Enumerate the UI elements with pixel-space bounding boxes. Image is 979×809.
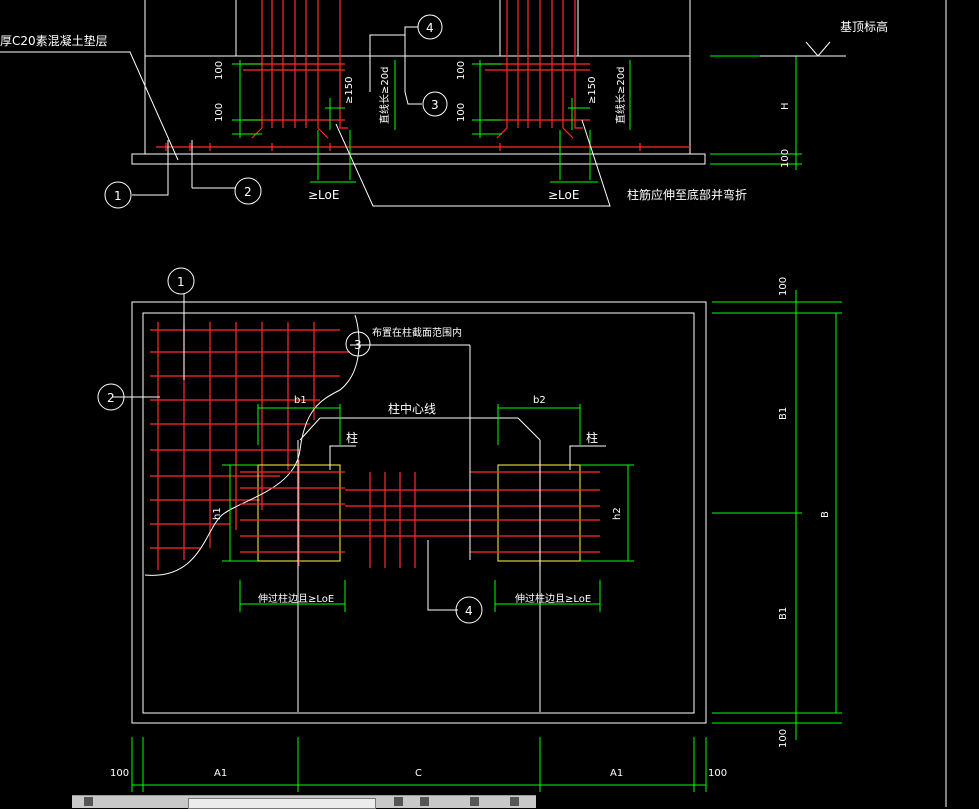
dim-h1: h1 (212, 507, 223, 520)
svg-text:1: 1 (114, 189, 122, 203)
section-leaders (0, 26, 611, 207)
snap-icon[interactable] (84, 797, 93, 806)
ortho-icon[interactable] (420, 797, 429, 806)
svg-text:4: 4 (426, 21, 434, 35)
anchor-length-right: ≥LoE (548, 188, 579, 202)
column-extend-note: 柱筋应伸至底部并弯折 (627, 187, 747, 202)
callout-3-section: 3 (422, 91, 448, 117)
extend-note-left: 伸过柱边且≥LoE (258, 592, 334, 605)
right-column (497, 464, 581, 562)
extend-note-right: 伸过柱边且≥LoE (515, 592, 591, 605)
dim-100-c: 100 (456, 61, 467, 80)
cutaway-curve (144, 314, 360, 576)
svg-text:3: 3 (354, 338, 362, 352)
top-elevation-label: 基顶标高 (840, 19, 888, 34)
dim-100-right: 100 (708, 768, 727, 779)
svg-text:3: 3 (431, 98, 439, 112)
plan-dimensions (131, 290, 842, 792)
dim-B: B (820, 511, 831, 518)
footing-body (144, 55, 691, 155)
dim-100-left: 100 (110, 768, 129, 779)
callout-4-section: 4 (417, 14, 443, 40)
polar-icon[interactable] (470, 797, 479, 806)
status-bar (72, 795, 536, 809)
section-dimensions (232, 41, 846, 183)
dim-C: C (415, 768, 422, 779)
plan-bottom-mesh (150, 322, 350, 570)
cushion-label: 厚C20素混凝土垫层 (0, 33, 108, 48)
right-column-label: 柱 (586, 430, 598, 445)
callout-4-plan: 4 (455, 596, 483, 624)
grid-icon[interactable] (394, 797, 403, 806)
callout-1-plan: 1 (167, 267, 195, 295)
top-rebars (240, 460, 600, 568)
right-column-rebars (496, 0, 574, 139)
callout-2-section: 2 (234, 177, 262, 205)
dim-B1-top: B1 (778, 407, 789, 420)
left-column-label: 柱 (346, 430, 358, 445)
dim-100-e: 100 (780, 149, 791, 168)
dowel-length-left: 直线长≥20d (378, 67, 391, 124)
footing-outer-outline (131, 301, 707, 724)
dim-100-d: 100 (456, 103, 467, 122)
dim-100-plan-bottom: 100 (778, 729, 789, 748)
svg-text:2: 2 (107, 391, 115, 405)
callout-3-plan: 3 (345, 331, 371, 357)
dim-H: H (780, 102, 791, 110)
footing-upper-outline-left (144, 0, 237, 57)
dim-100-plan-top: 100 (778, 277, 789, 296)
column-center-line-label: 柱中心线 (388, 401, 436, 416)
dowel-rebars (339, 0, 583, 129)
section-view: 厚C20素混凝土垫层 基顶标高 柱筋应伸至底部并弯折 ≥LoE ≥LoE 直线长… (0, 0, 888, 209)
arrange-note: 布置在柱截面范围内 (372, 326, 462, 339)
dim-100-b: 100 (214, 103, 225, 122)
svg-text:4: 4 (465, 604, 473, 618)
left-column-rebars (251, 0, 329, 139)
dim-b1: b1 (294, 395, 307, 406)
bottom-mesh (156, 143, 690, 151)
osnap-icon[interactable] (510, 797, 519, 806)
footing-inner-outline (142, 312, 695, 714)
dim-A1-left: A1 (214, 768, 227, 779)
dowel-length-right: 直线长≥20d (614, 67, 627, 124)
spacing-150-right: ≥150 (587, 77, 598, 104)
spacing-150-left: ≥150 (344, 77, 355, 104)
anchor-length-left: ≥LoE (308, 188, 339, 202)
dim-h2: h2 (612, 507, 623, 520)
dim-100-a: 100 (214, 61, 225, 80)
callout-1-section: 1 (104, 181, 132, 209)
command-input[interactable] (188, 798, 376, 809)
svg-text:2: 2 (244, 185, 252, 199)
cushion-layer (131, 153, 706, 165)
dim-A1-right: A1 (610, 768, 623, 779)
svg-text:1: 1 (177, 275, 185, 289)
dim-B1-bottom: B1 (778, 607, 789, 620)
callout-2-plan: 2 (97, 383, 125, 411)
plan-view: 布置在柱截面范围内 柱中心线 柱 柱 b1 b2 h1 h2 伸过柱边且≥LoE… (97, 267, 842, 792)
dim-b2: b2 (533, 395, 546, 406)
center-lines (112, 294, 606, 712)
footing-upper-outline-right (578, 0, 691, 57)
